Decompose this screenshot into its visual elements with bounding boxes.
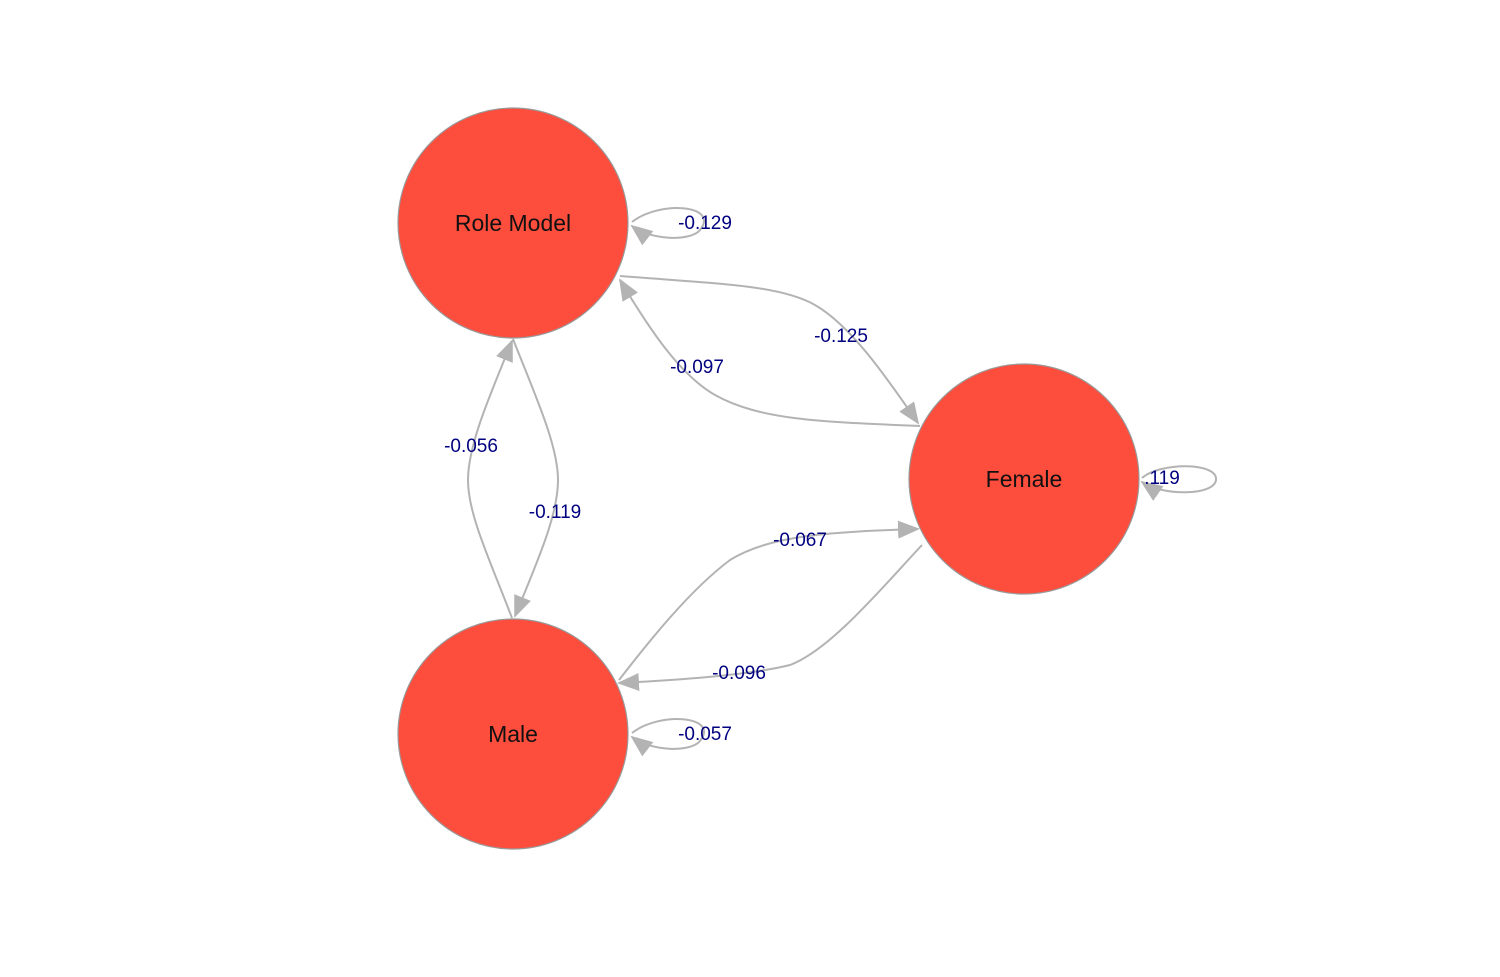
edge-label-female-self: .119 (1144, 468, 1180, 489)
edge-rm-self[interactable] (630, 207, 705, 246)
node-label-male: Male (488, 721, 538, 747)
edge-male-to-rm[interactable] (466, 339, 513, 619)
edge-label-male-to-rm: -0.056 (444, 436, 498, 457)
edge-label-rm-to-female: -0.125 (814, 326, 868, 347)
edge-label-rm-to-male: -0.119 (529, 502, 581, 523)
edge-labels: -0.129 -0.125 -0.097 -0.056 -0.119 .119 … (444, 213, 1180, 745)
node-label-female: Female (986, 466, 1063, 492)
node-female[interactable]: Female (908, 363, 1140, 595)
node-male[interactable]: Male (397, 618, 629, 850)
node-label-role-model: Role Model (455, 210, 571, 236)
edge-female-to-rm[interactable] (618, 278, 921, 427)
edge-rm-to-female[interactable] (619, 275, 920, 425)
nodes: Role Model Female Male (397, 107, 1140, 850)
edge-rm-to-male[interactable] (512, 338, 560, 618)
edge-female-self[interactable] (1140, 465, 1218, 501)
edge-male-to-female[interactable] (618, 520, 920, 681)
edge-label-rm-self: -0.129 (678, 213, 732, 234)
edge-female-to-male[interactable] (617, 544, 923, 692)
node-role-model[interactable]: Role Model (397, 107, 629, 339)
edge-label-female-to-rm: -0.097 (670, 357, 724, 378)
edge-label-male-self: -0.057 (678, 724, 732, 745)
edge-male-self[interactable] (630, 718, 705, 757)
edges (466, 207, 1218, 757)
edge-label-male-to-female: -0.067 (773, 530, 827, 551)
edge-label-female-to-male: -0.096 (712, 663, 766, 684)
